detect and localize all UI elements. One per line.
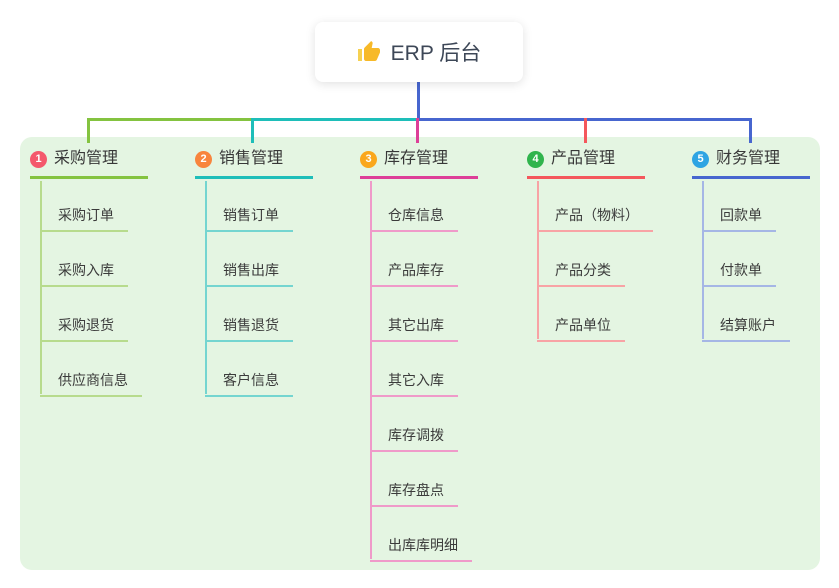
- branch-product-badge: 4: [527, 150, 544, 168]
- node-outbound-detail[interactable]: 出库库明细: [370, 536, 472, 562]
- branch-finance-badge: 5: [692, 150, 709, 168]
- branch-sales[interactable]: 2 销售管理: [195, 149, 313, 179]
- node-receipt-bill[interactable]: 回款单: [702, 206, 776, 232]
- rail-sales-line: [251, 118, 418, 121]
- root-node-erp[interactable]: ERP 后台: [315, 22, 523, 82]
- branch-purchase-label: 采购管理: [54, 150, 119, 167]
- drop-finance-line: [749, 118, 752, 143]
- drop-inventory-line: [416, 118, 419, 143]
- branch-sales-label: 销售管理: [219, 150, 284, 167]
- node-sales-return[interactable]: 销售退货: [205, 316, 293, 342]
- branch-product-trunk-line: [537, 181, 539, 339]
- mindmap-panel: [20, 137, 820, 570]
- node-customer-info[interactable]: 客户信息: [205, 371, 293, 397]
- branch-finance[interactable]: 5 财务管理: [692, 149, 810, 179]
- node-supplier-info[interactable]: 供应商信息: [40, 371, 142, 397]
- branch-inventory-trunk-line: [370, 181, 372, 559]
- thumbs-up-icon: [357, 41, 380, 61]
- node-sales-outbound[interactable]: 销售出库: [205, 261, 293, 287]
- node-stock-check[interactable]: 库存盘点: [370, 481, 458, 507]
- root-node-label: ERP 后台: [390, 42, 482, 65]
- branch-finance-trunk-line: [702, 181, 704, 339]
- drop-product-line: [584, 118, 587, 143]
- node-product-material[interactable]: 产品（物料）: [537, 206, 653, 232]
- rail-purchase-line: [87, 118, 253, 121]
- node-stock-transfer[interactable]: 库存调拨: [370, 426, 458, 452]
- node-purchase-order[interactable]: 采购订单: [40, 206, 128, 232]
- drop-sales-line: [251, 118, 254, 143]
- branch-product-label: 产品管理: [551, 150, 616, 167]
- root-connector-line: [417, 82, 420, 120]
- branch-purchase[interactable]: 1 采购管理: [30, 149, 148, 179]
- branch-sales-trunk-line: [205, 181, 207, 394]
- branch-purchase-badge: 1: [30, 150, 47, 168]
- node-product-unit[interactable]: 产品单位: [537, 316, 625, 342]
- branch-purchase-trunk-line: [40, 181, 42, 394]
- node-warehouse-info[interactable]: 仓库信息: [370, 206, 458, 232]
- node-other-inbound[interactable]: 其它入库: [370, 371, 458, 397]
- node-sales-order[interactable]: 销售订单: [205, 206, 293, 232]
- node-product-category[interactable]: 产品分类: [537, 261, 625, 287]
- branch-inventory[interactable]: 3 库存管理: [360, 149, 478, 179]
- branch-inventory-label: 库存管理: [384, 150, 449, 167]
- node-purchase-return[interactable]: 采购退货: [40, 316, 128, 342]
- branch-inventory-badge: 3: [360, 150, 377, 168]
- branch-product[interactable]: 4 产品管理: [527, 149, 645, 179]
- node-purchase-inbound[interactable]: 采购入库: [40, 261, 128, 287]
- node-other-outbound[interactable]: 其它出库: [370, 316, 458, 342]
- node-product-stock[interactable]: 产品库存: [370, 261, 458, 287]
- node-payment-bill[interactable]: 付款单: [702, 261, 776, 287]
- node-settlement-account[interactable]: 结算账户: [702, 316, 790, 342]
- branch-sales-badge: 2: [195, 150, 212, 168]
- branch-finance-label: 财务管理: [716, 150, 781, 167]
- drop-purchase-line: [87, 118, 90, 143]
